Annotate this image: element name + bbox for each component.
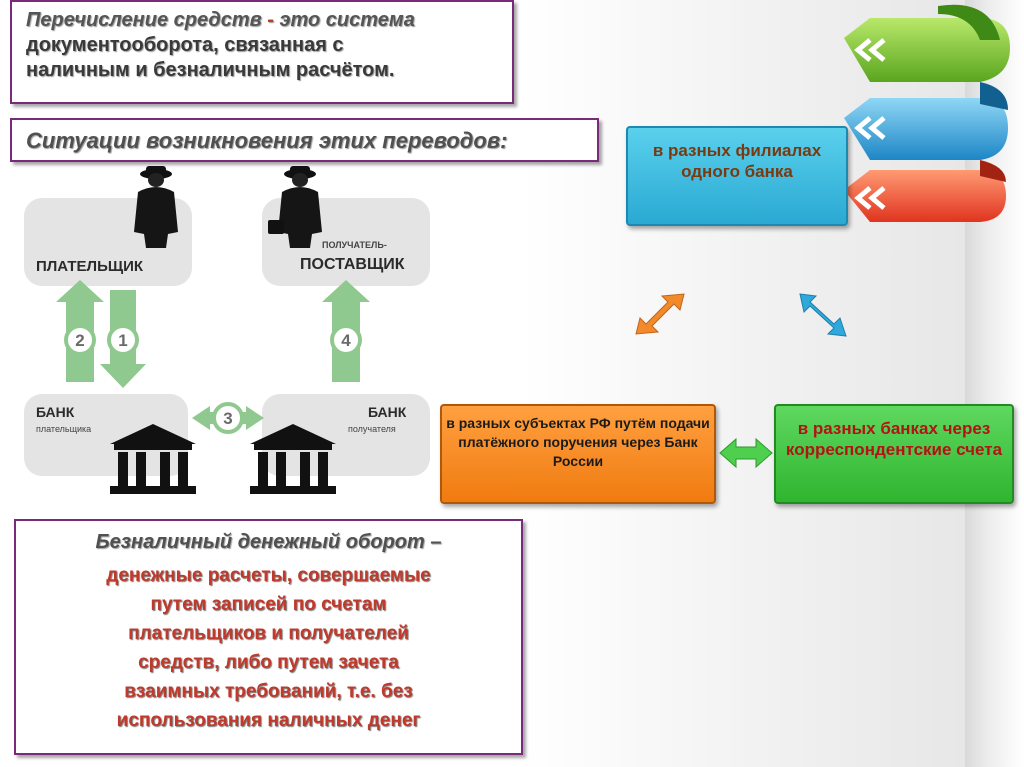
businessman-icon — [134, 166, 178, 248]
definition-separator: - — [261, 9, 280, 31]
recipient-small-label: ПОЛУЧАТЕЛЬ- — [322, 240, 387, 250]
payer-bank-label: БАНК — [36, 404, 75, 420]
payer-label: ПЛАТЕЛЬЩИК — [36, 258, 144, 275]
definition-text: Перечисление средств - это система докум… — [26, 8, 506, 83]
bank-building-icon — [250, 424, 336, 494]
businessman-with-briefcase-icon — [268, 166, 322, 248]
recipient-label: ПОСТАВЩИК — [300, 256, 405, 273]
situations-heading-box: Ситуации возникновения этих переводов: — [10, 118, 599, 162]
cashless-line4: средств, либо путем зачета — [138, 652, 399, 673]
definition-line3: наличным и безналичным расчётом. — [26, 59, 395, 81]
case-branches-box: в разных филиалах одного банка — [626, 126, 848, 226]
cashless-line2: путем записей по счетам — [150, 594, 387, 615]
flow-arrows: 2 1 4 3 — [56, 280, 370, 434]
chevron-left-icon — [854, 38, 886, 210]
definition-box: Перечисление средств - это система докум… — [10, 0, 514, 104]
ribbon-decoration — [844, 4, 1010, 222]
step-4: 4 — [341, 331, 351, 350]
cashless-line5: взаимных требований, т.е. без — [124, 681, 413, 702]
cashless-line1: денежные расчеты, совершаемые — [106, 565, 431, 586]
definition-line1: это система — [279, 9, 415, 31]
recipient-bank-small-label: получателя — [348, 424, 396, 434]
cashless-definition-box: Безналичный денежный оборот – денежные р… — [14, 519, 523, 755]
cashless-line6: использования наличных денег — [116, 710, 421, 731]
case-subjects-box: в разных субъектах РФ путём подачи платё… — [440, 404, 716, 504]
case-banks-text: в разных банках через корреспондентские … — [785, 419, 1003, 459]
case-branches-text: в разных филиалах одного банка — [652, 141, 822, 181]
double-arrow-icon — [799, 293, 847, 337]
definition-line2: документооборота, связанная с — [26, 34, 344, 56]
case-banks-box: в разных банках через корреспондентские … — [774, 404, 1014, 504]
cashless-title: Безналичный денежный оборот – — [95, 531, 442, 553]
cashless-line3: плательщиков и получателей — [128, 623, 409, 644]
case-subjects-text: в разных субъектах РФ путём подачи платё… — [446, 415, 710, 469]
step-1: 1 — [118, 331, 127, 350]
definition-term: Перечисление средств — [26, 9, 262, 31]
step-2: 2 — [75, 331, 84, 350]
recipient-bank-label: БАНК — [368, 404, 407, 420]
situations-heading: Ситуации возникновения этих переводов: — [26, 128, 508, 153]
double-arrow-icon — [635, 293, 685, 335]
double-arrow-icon — [719, 437, 773, 469]
bank-building-icon — [110, 424, 196, 494]
cashless-body: денежные расчеты, совершаемые путем запи… — [26, 561, 511, 735]
payer-bank-small-label: плательщика — [36, 424, 92, 434]
step-3: 3 — [223, 409, 232, 428]
